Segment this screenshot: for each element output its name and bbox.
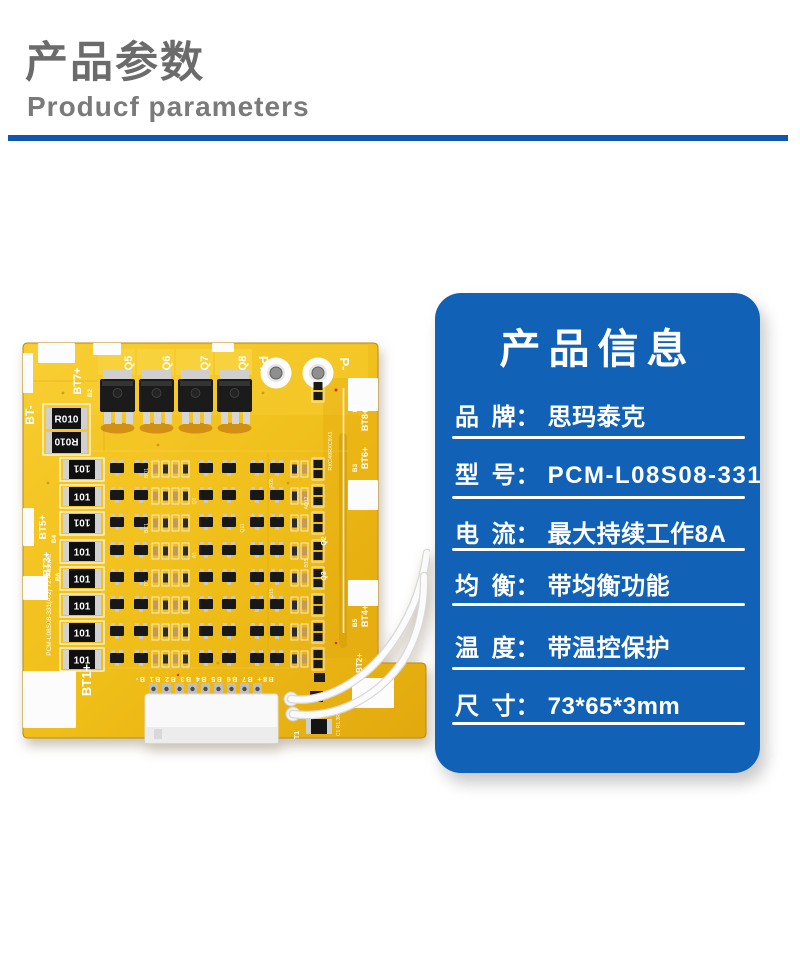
svg-text:AQ12: AQ12 [304, 496, 310, 509]
pad-label-b1: B1 [352, 403, 359, 412]
mosfet-label-q5: Q5 [123, 356, 135, 371]
resistor-101: 101 [74, 602, 91, 613]
pad-label-p-minus: P- [337, 358, 352, 371]
header-divider [8, 135, 788, 141]
connector-pins [149, 683, 262, 695]
spec-row-brand: 品 牌： 思玛泰克 [455, 397, 745, 431]
pcb-board-outline [22, 342, 427, 739]
mosfet-label-q6: Q6 [161, 356, 173, 371]
spec-label: 尺 寸： [455, 693, 540, 720]
spec-row-model: 型 号： PCM-L08S08-331 [455, 455, 761, 489]
connector-pin-labels: B8+ B7 B6 B5 B4 B3 B2 B1 B- [134, 675, 273, 682]
silk-right-text: RXC49RXC9X1 [328, 431, 334, 470]
mosfet-group [99, 369, 253, 434]
resistor-101: 101 [74, 629, 91, 640]
mosfet-label-q7: Q7 [199, 356, 211, 371]
resistor-101: 101 [73, 517, 90, 528]
product-info-card: 产品信息 品 牌： 思玛泰克 型 号： PCM-L08S08-331 电 流： 最大持… [435, 293, 761, 773]
svg-text:BQ1: BQ1 [144, 468, 150, 478]
pad-label-bt2: BT2+ [355, 653, 364, 673]
pad-label-b5: B5 [352, 618, 359, 627]
svg-text:B15: B15 [304, 558, 310, 567]
pad-label-b2: B2 [87, 388, 94, 397]
silk-q2: Q2 [321, 536, 328, 545]
spec-label: 电 流： [455, 521, 540, 548]
row-divider [452, 722, 745, 725]
spec-value: PCM-L08S08-331 [547, 462, 763, 489]
svg-text:BC1: BC1 [144, 523, 150, 533]
micro-silk-labels: BQ1 BC1 D1 Q1 A1 Q11 R05 D15 AQ12 B15 [144, 468, 310, 598]
silk-labels: P+ P- BT7+ B2 BT- BT5+ B4 BT3+ B6 BT1+ P… [23, 356, 370, 739]
spec-label: 品 牌： [455, 404, 540, 431]
svg-text:D1: D1 [144, 580, 150, 587]
output-connector [144, 683, 279, 744]
spec-label: 温 度： [455, 635, 540, 662]
row-divider [452, 603, 745, 606]
spec-value: 带均衡功能 [547, 573, 671, 600]
svg-text:Q11: Q11 [240, 523, 246, 532]
svg-text:Q1: Q1 [192, 497, 198, 504]
resistor-101: 101 [74, 656, 91, 667]
pad-label-bt5: BT5+ [38, 514, 49, 539]
resistor-101: 101 [74, 548, 91, 559]
balance-resistor-column: 101 101 101 101 101 101 101 101 [59, 457, 105, 672]
pad-label-bt-minus: BT- [23, 405, 37, 424]
pad-label-b4: B4 [51, 534, 58, 543]
svg-text:D15: D15 [269, 588, 275, 597]
card-title: 产品信息 [499, 326, 696, 372]
svg-text:A1: A1 [192, 552, 198, 558]
svg-text:R05: R05 [269, 478, 275, 487]
spec-row-size: 尺 寸： 73*65*3mm [455, 686, 745, 720]
pad-label-bt3: BT3+ [42, 551, 53, 576]
spec-value: 带温控保护 [547, 635, 671, 662]
mosfet-label-q8: Q8 [237, 356, 249, 371]
row-divider [452, 667, 745, 670]
pad-label-p-plus: P+ [256, 356, 271, 373]
balance-wires [286, 548, 432, 720]
resistor-101: 101 [74, 575, 91, 586]
pad-label-bt4: BT4+ [360, 605, 370, 627]
spec-label: 均 衡： [455, 573, 540, 600]
pcb-test-dots [176, 388, 338, 677]
pad-label-b6: B6 [55, 572, 62, 581]
shunt-resistors: R010 R010 [42, 403, 91, 456]
silk-model-text: PCM-L08S08-331(A-2) 72.4*65mm [46, 554, 53, 656]
silk-t1: T1 [294, 731, 301, 739]
page-subtitle: Producf parameters [27, 91, 310, 122]
spec-row-current: 电 流： 最大持续工作8A [455, 514, 745, 548]
spec-row-temperature: 温 度： 带温控保护 [455, 628, 745, 662]
spec-label: 型 号： [455, 462, 540, 489]
resistor-101: 101 [74, 493, 91, 504]
mounting-hole-p-plus [260, 357, 292, 389]
mounting-hole-p-minus [302, 357, 334, 389]
row-divider [452, 436, 745, 439]
silk-q3: Q3 [321, 571, 328, 580]
spec-value: 最大持续工作8A [547, 521, 727, 548]
mosfet-labels: Q5 Q6 Q7 Q8 [123, 356, 249, 371]
pcb-product-photo: Q5 Q6 Q7 Q8 R010 R010 101 101 101 101 10… [18, 333, 432, 747]
shunt-label-2: R010 [54, 436, 78, 447]
pad-label-bt1: BT1+ [79, 664, 94, 697]
page-title: 产品参数 [25, 39, 205, 87]
pad-label-bt8: BT8+ [360, 409, 370, 431]
spec-row-balance: 均 衡： 带均衡功能 [455, 566, 745, 600]
pad-label-bt7: BT7+ [72, 367, 84, 394]
row-divider [452, 548, 745, 551]
spec-value: 73*65*3mm [547, 693, 681, 720]
pad-label-bt6: BT6+ [360, 447, 370, 469]
pcb-edge-pads [23, 343, 394, 728]
pad-label-b3: B3 [352, 463, 359, 472]
resistor-101: 101 [73, 463, 90, 474]
spec-value: 思玛泰克 [547, 404, 646, 431]
silk-br-text: C1 R1.3R.2 [336, 710, 342, 736]
pcb-photo-svg: Q5 Q6 Q7 Q8 R010 R010 101 101 101 101 10… [22, 342, 432, 744]
row-divider [452, 496, 745, 499]
shunt-label-1: R010 [55, 415, 79, 426]
